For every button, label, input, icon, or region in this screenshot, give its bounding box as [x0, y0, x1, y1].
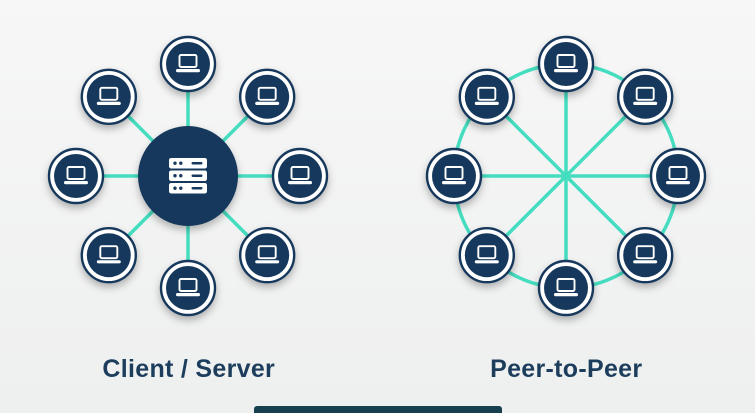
- peer-to-peer-label: Peer-to-Peer: [490, 355, 643, 383]
- peer-node: [537, 259, 594, 317]
- client-node: [80, 226, 138, 284]
- peer-node: [537, 35, 594, 93]
- client-node: [48, 147, 105, 205]
- server-icon: [169, 158, 208, 194]
- laptop-icon: [64, 166, 89, 185]
- bottom-bar: [253, 406, 502, 413]
- peer-node: [616, 226, 674, 284]
- client-server-figure: Client / Server: [48, 35, 329, 383]
- laptop-icon: [474, 86, 499, 106]
- client-server-diagram: [48, 35, 329, 317]
- laptop-icon: [176, 278, 201, 297]
- peer-to-peer-figure: Peer-to-Peer: [378, 0, 755, 413]
- laptop-icon: [288, 166, 313, 185]
- client-node: [272, 147, 329, 205]
- peer-node: [458, 226, 515, 284]
- laptop-icon: [97, 245, 122, 264]
- laptop-icon: [176, 54, 201, 73]
- laptop-icon: [553, 278, 578, 297]
- laptop-icon: [632, 245, 657, 264]
- client-node: [239, 68, 296, 126]
- peer-node: [649, 147, 706, 205]
- laptop-icon: [255, 86, 280, 106]
- peer-to-peer-diagram: [425, 35, 706, 317]
- client-server-label: Client / Server: [102, 355, 276, 383]
- connection-line: [485, 95, 647, 257]
- client-node: [160, 259, 217, 317]
- client-node: [160, 35, 217, 93]
- laptop-icon: [255, 245, 280, 264]
- client-node: [80, 68, 138, 126]
- peer-node: [616, 68, 674, 126]
- peer-node: [458, 68, 515, 126]
- client-node: [239, 226, 296, 284]
- laptop-icon: [632, 86, 657, 106]
- laptop-icon: [665, 166, 690, 185]
- laptop-icon: [97, 86, 122, 106]
- laptop-icon: [441, 166, 466, 185]
- laptop-icon: [474, 245, 499, 264]
- server-node: [138, 126, 239, 226]
- peer-node: [425, 147, 482, 205]
- laptop-icon: [553, 54, 578, 73]
